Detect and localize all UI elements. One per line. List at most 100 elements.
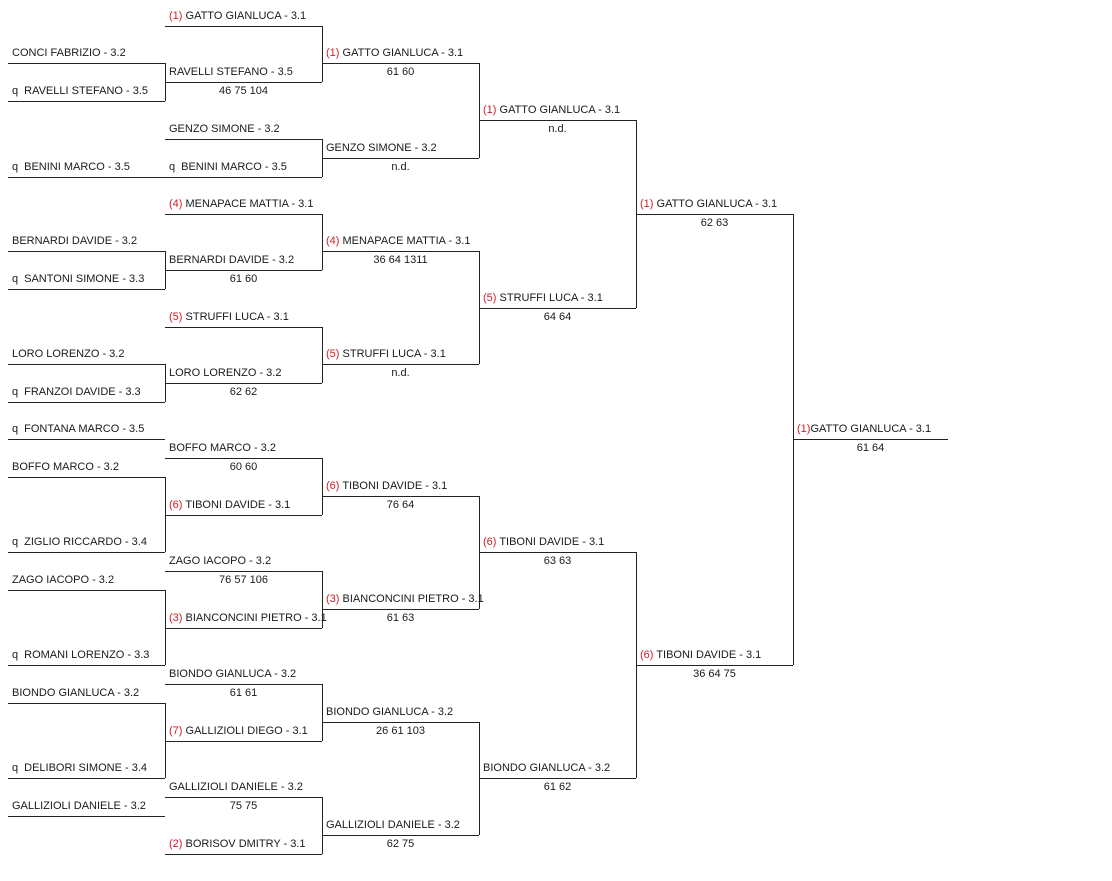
bracket-connector: [636, 552, 637, 778]
player-name: (2) BORISOV DMITRY - 3.1: [169, 838, 306, 850]
player-name: BERNARDI DAVIDE - 3.2: [12, 235, 137, 247]
bracket-connector: [322, 139, 323, 177]
seed-label: (1): [797, 423, 811, 435]
bracket-line: [8, 101, 165, 102]
bracket-line: [636, 214, 793, 215]
bracket-line: [8, 402, 165, 403]
bracket-connector: [165, 364, 166, 402]
bracket-line: [165, 139, 322, 140]
seed-label: (5): [169, 311, 183, 323]
bracket-line: [479, 552, 636, 553]
bracket-line: [322, 158, 479, 159]
player-label: ZAGO IACOPO - 3.2: [169, 555, 272, 567]
player-label: STRUFFI LUCA - 3.1: [185, 311, 289, 323]
match-score: 61 62: [543, 781, 572, 793]
player-label: SANTONI SIMONE - 3.3: [24, 273, 145, 285]
match-score: 75 75: [229, 800, 258, 812]
player-label: BOFFO MARCO - 3.2: [12, 461, 119, 473]
bracket-line: [8, 439, 165, 440]
bracket-line: [8, 63, 165, 64]
match-score: 62 63: [700, 217, 729, 229]
player-name: LORO LORENZO - 3.2: [12, 348, 124, 360]
seed-label: (2): [169, 838, 183, 850]
bracket-line: [165, 741, 322, 742]
seed-label: (7): [169, 725, 183, 737]
player-name: (3) BIANCONCINI PIETRO - 3.1: [326, 593, 484, 605]
player-label: BERNARDI DAVIDE - 3.2: [12, 235, 138, 247]
match-score: 61 61: [229, 687, 258, 699]
bracket-line: [165, 854, 322, 855]
player-label: BIONDO GIANLUCA - 3.2: [12, 687, 140, 699]
player-name: GALLIZIOLI DANIELE - 3.2: [326, 819, 460, 831]
player-name: (5) STRUFFI LUCA - 3.1: [326, 348, 446, 360]
match-score: 36 64 75: [693, 668, 736, 680]
player-label: BOFFO MARCO - 3.2: [169, 442, 276, 454]
bracket-line: [8, 665, 165, 666]
seed-label: (5): [326, 348, 340, 360]
seed-label: (6): [483, 536, 497, 548]
player-name: (6) TIBONI DAVIDE - 3.1: [169, 499, 290, 511]
match-score: 61 63: [386, 612, 415, 624]
player-label: BORISOV DMITRY - 3.1: [185, 838, 306, 850]
match-score: 61 60: [386, 66, 415, 78]
bracket-connector: [165, 63, 166, 101]
bracket-connector: [165, 703, 166, 778]
bracket-line: [165, 628, 322, 629]
match-score: 36 64 1311: [373, 254, 428, 266]
bracket-line: [322, 63, 479, 64]
qualifier-marker: q: [12, 423, 19, 435]
player-name: BIONDO GIANLUCA - 3.2: [483, 762, 610, 774]
player-name: BIONDO GIANLUCA - 3.2: [169, 668, 296, 680]
player-label: GATTO GIANLUCA - 3.1: [499, 104, 621, 116]
player-label: MENAPACE MATTIA - 3.1: [342, 235, 471, 247]
match-score: 76 57 106: [219, 574, 268, 586]
player-label: STRUFFI LUCA - 3.1: [499, 292, 603, 304]
bracket-line: [479, 308, 636, 309]
seed-label: (6): [326, 480, 340, 492]
qualifier-marker: q: [12, 161, 19, 173]
qualifier-marker: q: [12, 536, 19, 548]
player-name: (6) TIBONI DAVIDE - 3.1: [326, 480, 447, 492]
bracket-connector: [322, 684, 323, 741]
player-name: (1) GATTO GIANLUCA - 3.1: [326, 47, 463, 59]
player-name: BIONDO GIANLUCA - 3.2: [12, 687, 139, 699]
bracket-line: [322, 496, 479, 497]
player-name: ZAGO IACOPO - 3.2: [12, 574, 114, 586]
player-label: GENZO SIMONE - 3.2: [169, 123, 280, 135]
player-name: (1)GATTO GIANLUCA - 3.1: [797, 423, 931, 435]
bracket-connector: [322, 571, 323, 628]
bracket-connector: [322, 26, 323, 82]
player-name: GALLIZIOLI DANIELE - 3.2: [12, 800, 146, 812]
bracket-connector: [322, 797, 323, 854]
bracket-line: [8, 703, 165, 704]
bracket-line: [8, 364, 165, 365]
bracket-connector: [479, 496, 480, 609]
player-label: BIONDO GIANLUCA - 3.2: [326, 706, 454, 718]
bracket-line: [165, 26, 322, 27]
match-score: 61 64: [856, 442, 885, 454]
qualifier-marker: q: [12, 386, 19, 398]
bracket-line: [165, 797, 322, 798]
player-label: FONTANA MARCO - 3.5: [24, 423, 145, 435]
bracket-line: [165, 571, 322, 572]
player-name: (4) MENAPACE MATTIA - 3.1: [169, 198, 313, 210]
player-name: ZAGO IACOPO - 3.2: [169, 555, 271, 567]
bracket-line: [8, 552, 165, 553]
bracket-line: [165, 458, 322, 459]
seed-label: (3): [326, 593, 340, 605]
match-score: 63 63: [543, 555, 572, 567]
bracket-connector: [479, 722, 480, 835]
player-name: (7) GALLIZIOLI DIEGO - 3.1: [169, 725, 308, 737]
match-score: 26 61 103: [376, 725, 425, 737]
player-label: GALLIZIOLI DANIELE - 3.2: [12, 800, 146, 812]
player-label: RAVELLI STEFANO - 3.5: [24, 85, 149, 97]
player-label: BIONDO GIANLUCA - 3.2: [169, 668, 297, 680]
bracket-line: [322, 364, 479, 365]
player-label: GALLIZIOLI DANIELE - 3.2: [169, 781, 303, 793]
player-label: TIBONI DAVIDE - 3.1: [185, 499, 291, 511]
seed-label: (4): [169, 198, 183, 210]
